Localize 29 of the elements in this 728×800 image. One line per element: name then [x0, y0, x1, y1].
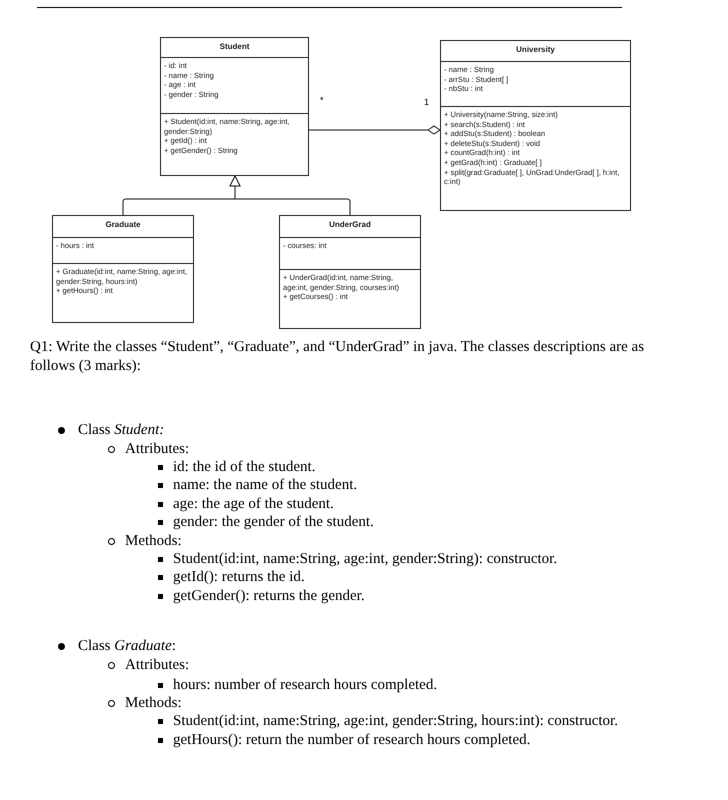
inheritance-arrow	[230, 176, 350, 216]
section-heading: Attributes:	[125, 656, 190, 675]
list-item: getId(): returns the id.	[173, 568, 305, 587]
list-item: hours: number of research hours completed.	[173, 676, 438, 695]
section-heading: Methods:	[125, 532, 182, 551]
class-heading: Class Graduate:	[78, 637, 176, 656]
class-heading: Class Student:	[78, 421, 164, 440]
list-item: getGender(): returns the gender.	[173, 587, 365, 606]
list-item: gender: the gender of the student.	[173, 513, 374, 532]
multiplicity-label: 1	[424, 97, 430, 107]
multiplicity-label: *	[320, 95, 324, 105]
class-box	[279, 215, 421, 329]
class-box	[52, 215, 194, 323]
list-item: name: the name of the student.	[173, 476, 358, 495]
class-name: Graduate	[104, 220, 142, 229]
list-item: id: the id of the student.	[173, 458, 316, 477]
class-box	[440, 40, 631, 211]
list-item: Student(id:int, name:String, age:int, gender:String): constructor.	[173, 550, 558, 569]
class-name: UnderGrad	[328, 220, 372, 229]
class-box	[160, 37, 309, 176]
list-item: age: the age of the student.	[173, 495, 334, 514]
list-item: Student(id:int, name:String, age:int, gender:String, hours:int): constructor.	[173, 712, 618, 731]
class-name: Student	[218, 42, 250, 51]
aggregation-line	[308, 126, 440, 134]
list-item: getHours(): return the number of research hours completed.	[173, 731, 530, 750]
class-name: University	[515, 45, 556, 54]
section-heading: Attributes:	[125, 440, 190, 459]
section-heading: Methods:	[125, 694, 182, 713]
question-text: Q1: Write the classes “Student”, “Graduate”, and “UnderGrad” in java. The classes descriptions are as follows (3 marks):	[30, 338, 646, 376]
